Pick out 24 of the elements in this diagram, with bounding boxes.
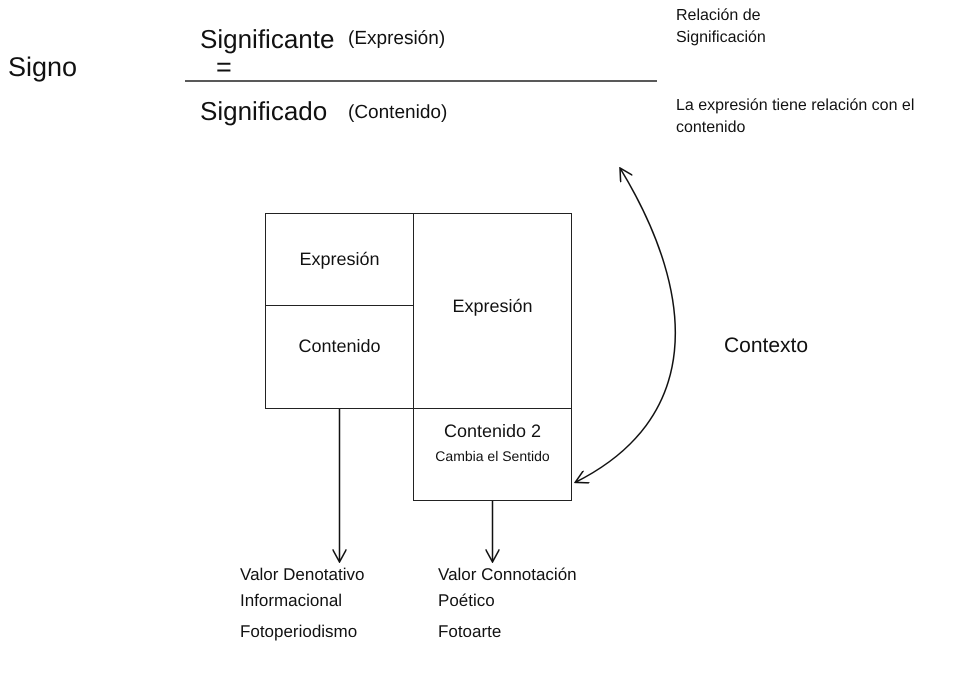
note-label: (Expresión) [348,28,446,50]
diagram-box [265,305,414,409]
term-label: Significante [200,24,334,55]
caption-text: Fotoarte [438,621,502,643]
caption-text: Fotoperiodismo [240,621,358,643]
diagram-box [413,408,572,501]
box-label: Contenido [298,336,381,357]
term-label: Significado [200,96,328,127]
box-label: Contenido 2 [444,421,542,442]
equals-sign: = [216,52,232,83]
caption-text: Valor Connotación Poético [438,564,578,612]
note-text: Relación de Significación [676,6,767,48]
note-text: La expresión tiene relación con el contenido [676,96,916,138]
box-label: Expresión [452,296,533,317]
caption-text: Valor Denotativo Informacional [240,564,366,612]
box-label: Expresión [299,249,380,270]
arrow [484,501,500,563]
arrow [332,409,348,563]
diagram-box [413,213,572,409]
arrow [574,167,676,484]
box-label: Cambia el Sentido [435,448,550,464]
diagram-box [265,213,414,306]
term-label: Signo [8,52,78,83]
note-label: (Contenido) [348,102,448,124]
